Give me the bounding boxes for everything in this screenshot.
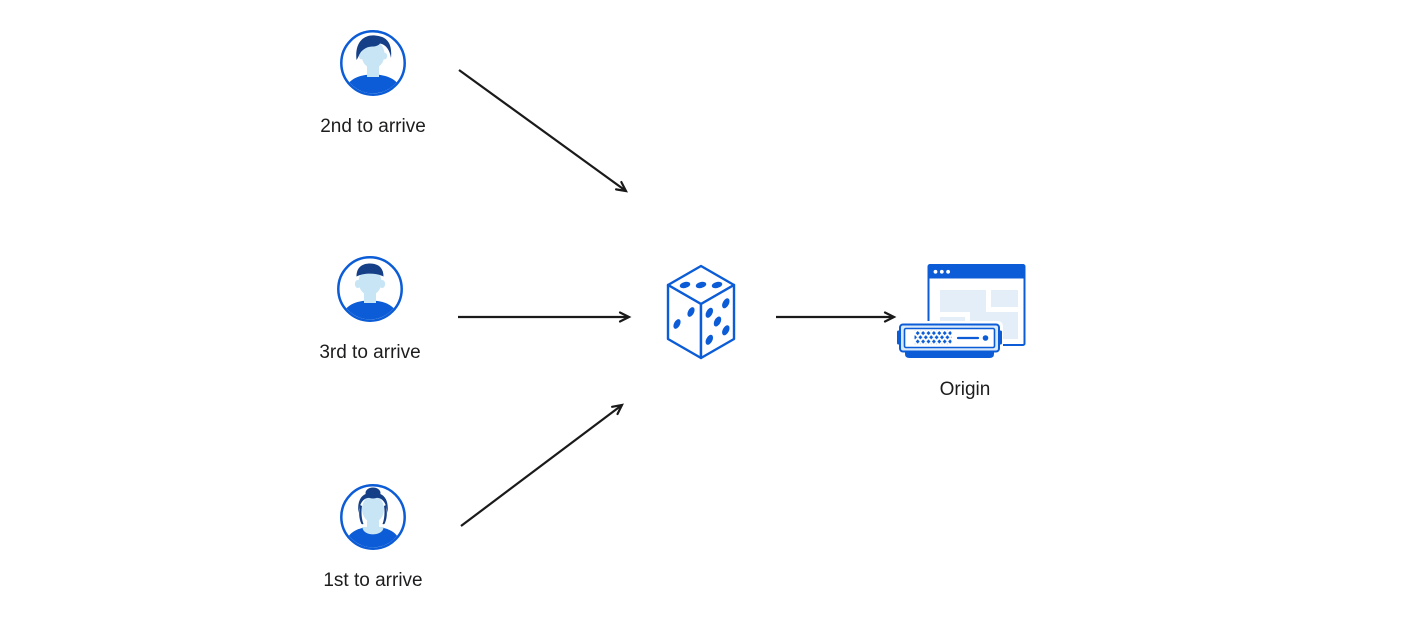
node-user-first: 1st to arrive (303, 483, 443, 592)
arrow-second-to-dice (458, 69, 628, 193)
node-user-second: 2nd to arrive (303, 29, 443, 138)
dice-icon (665, 263, 737, 361)
avatar-man-icon (339, 29, 407, 97)
avatar-woman-icon (339, 483, 407, 551)
origin-server-icon (895, 262, 1027, 362)
node-label: Origin (939, 379, 991, 400)
server-icon (896, 321, 1003, 358)
node-origin: Origin (895, 262, 1035, 401)
avatar-man-flattop-icon (336, 255, 404, 323)
node-dice (665, 263, 737, 361)
node-label: 2nd to arrive (320, 116, 426, 137)
node-user-third: 3rd to arrive (300, 255, 440, 364)
node-label: 3rd to arrive (319, 342, 421, 363)
node-label: 1st to arrive (323, 570, 423, 591)
arrow-first-to-dice (460, 403, 624, 527)
